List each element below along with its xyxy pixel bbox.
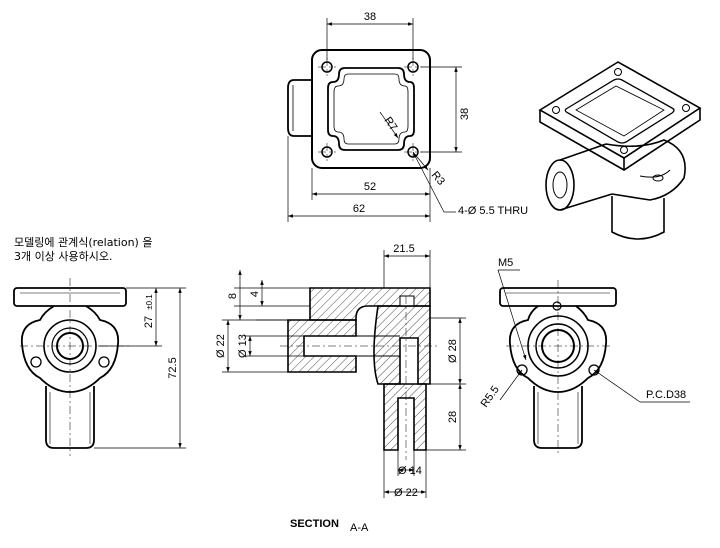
dim-right-38: 38 xyxy=(459,108,471,120)
radius-r3: R3 xyxy=(429,169,447,187)
dim-d14: Ø 14 xyxy=(398,465,422,477)
dim-top-38: 38 xyxy=(364,11,376,23)
thread-m5: M5 xyxy=(498,257,513,269)
dim-8: 8 xyxy=(227,293,239,299)
right-view-dimensions xyxy=(497,269,690,403)
section-aa-label: A-A xyxy=(350,522,369,534)
hole-callout: 4-Ø 5.5 THRU xyxy=(458,205,528,217)
section-centerlines xyxy=(280,296,438,460)
dim-21-5: 21.5 xyxy=(393,243,414,255)
dim-d13: Ø 13 xyxy=(237,334,249,358)
dim-62: 62 xyxy=(353,203,365,215)
section-dimensions xyxy=(222,250,466,498)
dim-72-5: 72.5 xyxy=(167,357,179,378)
top-view xyxy=(287,49,431,169)
dim-4: 4 xyxy=(249,291,261,297)
pcd-38: P.C.D38 xyxy=(646,389,686,401)
note-line-2: 3개 이상 사용하시오. xyxy=(14,250,113,263)
dim-d28: Ø 28 xyxy=(447,339,459,363)
dim-27-tolerance: ±0.1 xyxy=(145,294,154,310)
isometric-view xyxy=(538,61,702,240)
section-view xyxy=(287,287,431,451)
right-view-centerlines xyxy=(506,280,612,456)
modeling-note: 모델링에 관계식(relation) 을 3개 이상 사용하시오. xyxy=(14,236,152,264)
note-line-1: 모델링에 관계식(relation) 을 xyxy=(14,236,153,249)
dim-27: 27 xyxy=(143,316,155,328)
top-view-centerlines xyxy=(318,58,422,161)
dim-d22-left: Ø 22 xyxy=(215,334,227,358)
dim-28: 28 xyxy=(447,411,459,423)
dim-52: 52 xyxy=(364,181,376,193)
top-view-dimensions xyxy=(287,18,462,222)
dim-d22-bottom: Ø 22 xyxy=(394,487,418,499)
radius-r5-5: R5.5 xyxy=(479,384,502,410)
section-label: SECTION xyxy=(290,518,339,530)
left-view-dimensions xyxy=(94,287,186,449)
